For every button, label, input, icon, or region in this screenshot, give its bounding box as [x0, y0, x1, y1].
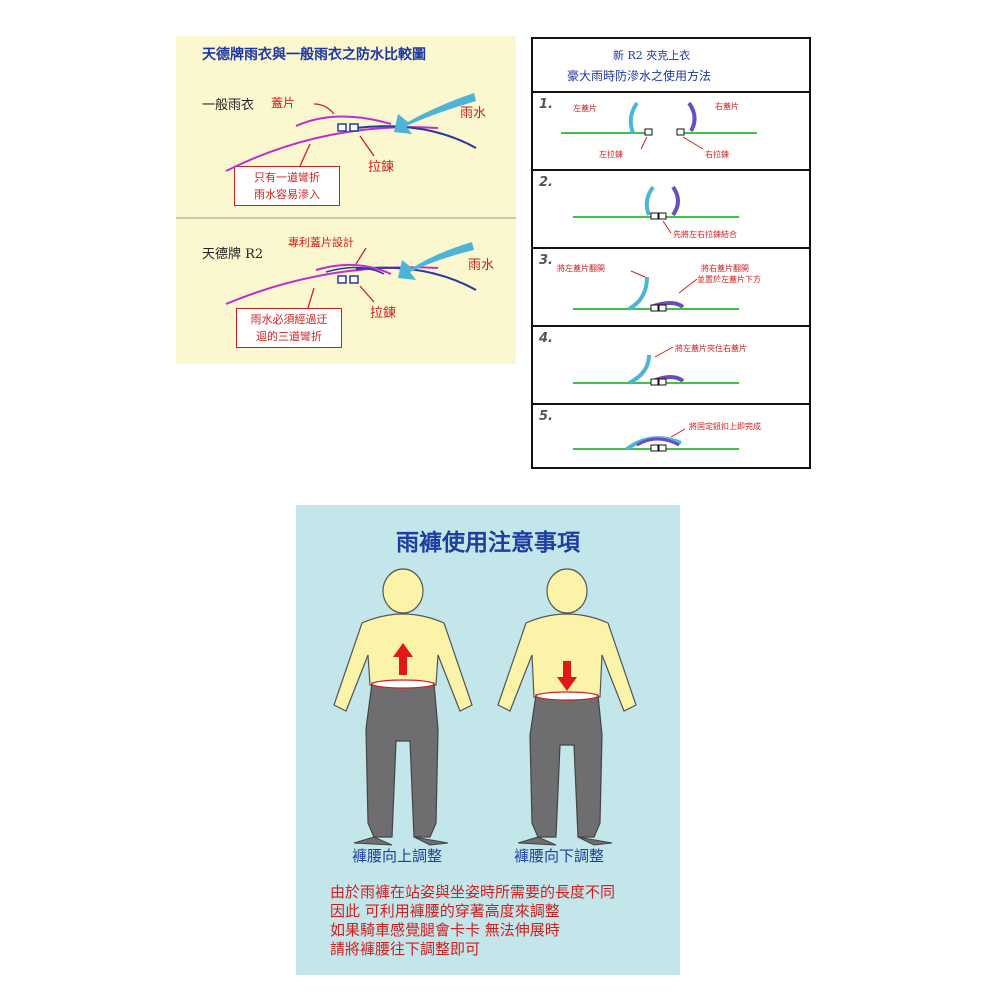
zip-label-bottom: 拉鍊 — [370, 306, 397, 321]
zipper-left-r2 — [337, 275, 347, 284]
patent-flap-label: 專利蓋片設計 — [288, 236, 354, 249]
r2-raincoat-diagram — [225, 242, 477, 309]
top-explain-box: 只有一道彎折 雨水容易滲入 — [234, 166, 340, 206]
pants-title: 雨褲使用注意事項 — [396, 530, 580, 556]
step1-right-zip-label: 右拉鍊 — [705, 150, 729, 159]
step5-note: 將固定鈕扣上即完成 — [689, 422, 761, 431]
pants-note-1: 由於雨褲在站姿與坐姿時所需要的長度不同 — [330, 883, 616, 901]
pants-note-4: 請將褲腰往下調整即可 — [330, 940, 481, 958]
rain-pants-notice-panel: 雨褲使用注意事項 褲腰向上調整 褲腰向下調整 由於雨褲在站姿與坐姿時所需要的長度… — [296, 505, 680, 975]
caption-waist-up: 褲腰向上調整 — [352, 847, 443, 865]
top-explain-line1: 只有一道彎折 — [254, 171, 320, 184]
flap-label-top: 蓋片 — [271, 96, 296, 110]
flap-line — [295, 115, 392, 127]
comparison-title: 天德牌雨衣與一般雨衣之防水比較圖 — [202, 47, 426, 63]
raincoat-comparison-panel: 天德牌雨衣與一般雨衣之防水比較圖 一般雨衣 蓋片 雨水 拉鍊 只有一道彎折 雨水… — [176, 36, 516, 364]
rain-label-bottom: 雨水 — [468, 258, 495, 273]
box-pointer-r2 — [307, 287, 315, 309]
step-1-diagram — [561, 101, 757, 150]
flap-inner-r2 — [325, 266, 385, 275]
step1-left-zip-label: 左拉鍊 — [599, 150, 623, 159]
step-3-diagram — [573, 270, 739, 312]
step-2-diagram — [573, 185, 739, 234]
r2-jacket-steps-panel: 新 R2 夾克上衣 豪大雨時防滲水之使用方法 1. 左蓋片 右蓋片 左拉鍊 右拉… — [531, 37, 811, 469]
rain-label-top: 雨水 — [460, 106, 487, 121]
bottom-explain-line2: 迴的三道彎折 — [256, 330, 322, 343]
flap-pointer-r2 — [355, 247, 367, 265]
step-3: 3. 將左蓋片翻開 將右蓋片翻開 並置於左蓋片下方 — [533, 247, 809, 327]
normal-raincoat-label: 一般雨衣 — [202, 98, 255, 113]
figure-waist-down — [497, 568, 637, 846]
flap-pointer-top — [313, 103, 335, 115]
step3-note-right2: 並置於左蓋片下方 — [697, 275, 761, 284]
step1-right-flap-label: 右蓋片 — [715, 102, 739, 111]
arrow-down-icon — [557, 661, 577, 691]
zipper-right — [349, 123, 359, 132]
step-1-number: 1. — [539, 97, 553, 112]
bottom-explain-box: 雨水必須經過迂 迴的三道彎折 — [236, 308, 342, 348]
step3-note-left: 將左蓋片翻開 — [557, 264, 605, 273]
figure-waist-up — [333, 568, 473, 846]
left-fabric-line — [225, 126, 439, 172]
pants-figures-svg — [333, 568, 637, 846]
zip-pointer-top — [359, 135, 375, 157]
bottom-explain-line1: 雨水必須經過迂 — [250, 313, 328, 326]
step-3-number: 3. — [539, 253, 553, 268]
step-5-diagram — [573, 428, 739, 452]
pants-note-2: 因此 可利用褲腰的穿著高度來調整 — [330, 902, 560, 920]
steps-title-line2: 豪大雨時防滲水之使用方法 — [567, 69, 712, 83]
step-5: 5. 將固定鈕扣上即完成 — [533, 403, 809, 469]
zipper-left — [337, 123, 347, 132]
zip-pointer-r2 — [359, 285, 375, 303]
top-explain-line2: 雨水容易滲入 — [254, 188, 320, 201]
step-5-number: 5. — [539, 409, 553, 424]
steps-title-line1: 新 R2 夾克上衣 — [613, 47, 690, 63]
box-pointer-top — [299, 143, 311, 167]
arrow-up-icon — [393, 643, 413, 675]
normal-raincoat-diagram — [225, 93, 477, 172]
raincoat-diagrams-svg — [176, 93, 516, 309]
r2-raincoat-label: 天德牌 R2 — [202, 243, 263, 262]
caption-waist-down: 褲腰向下調整 — [514, 847, 605, 865]
rain-arrow-top — [394, 93, 476, 134]
right-fabric-line — [355, 125, 477, 149]
step-4: 4. 將左蓋片夾住右蓋片 — [533, 325, 809, 405]
right-fabric-line-r2 — [355, 266, 477, 291]
zipper-right-r2 — [349, 275, 359, 284]
step2-note: 先將左右拉鍊結合 — [673, 230, 737, 239]
step-1: 1. 左蓋片 右蓋片 左拉鍊 右拉鍊 — [533, 91, 809, 171]
step3-note-right1: 將右蓋片翻開 — [701, 264, 749, 273]
step1-left-flap-label: 左蓋片 — [573, 104, 597, 113]
zip-label-top: 拉鍊 — [368, 160, 395, 175]
step-2-number: 2. — [539, 175, 553, 190]
step-4-diagram — [573, 346, 739, 386]
flap-outer-r2 — [315, 263, 392, 275]
rain-arrow-bottom — [398, 242, 474, 280]
steps-title-text1: 新 R2 夾克上衣 — [613, 49, 691, 62]
pants-note-3: 如果騎車感覺腿會卡卡 無法伸展時 — [330, 921, 560, 939]
step-4-number: 4. — [539, 331, 553, 346]
step-2: 2. 先將左右拉鍊結合 — [533, 169, 809, 249]
r2-label-text: 天德牌 R2 — [202, 247, 264, 262]
step4-note: 將左蓋片夾住右蓋片 — [675, 344, 747, 353]
